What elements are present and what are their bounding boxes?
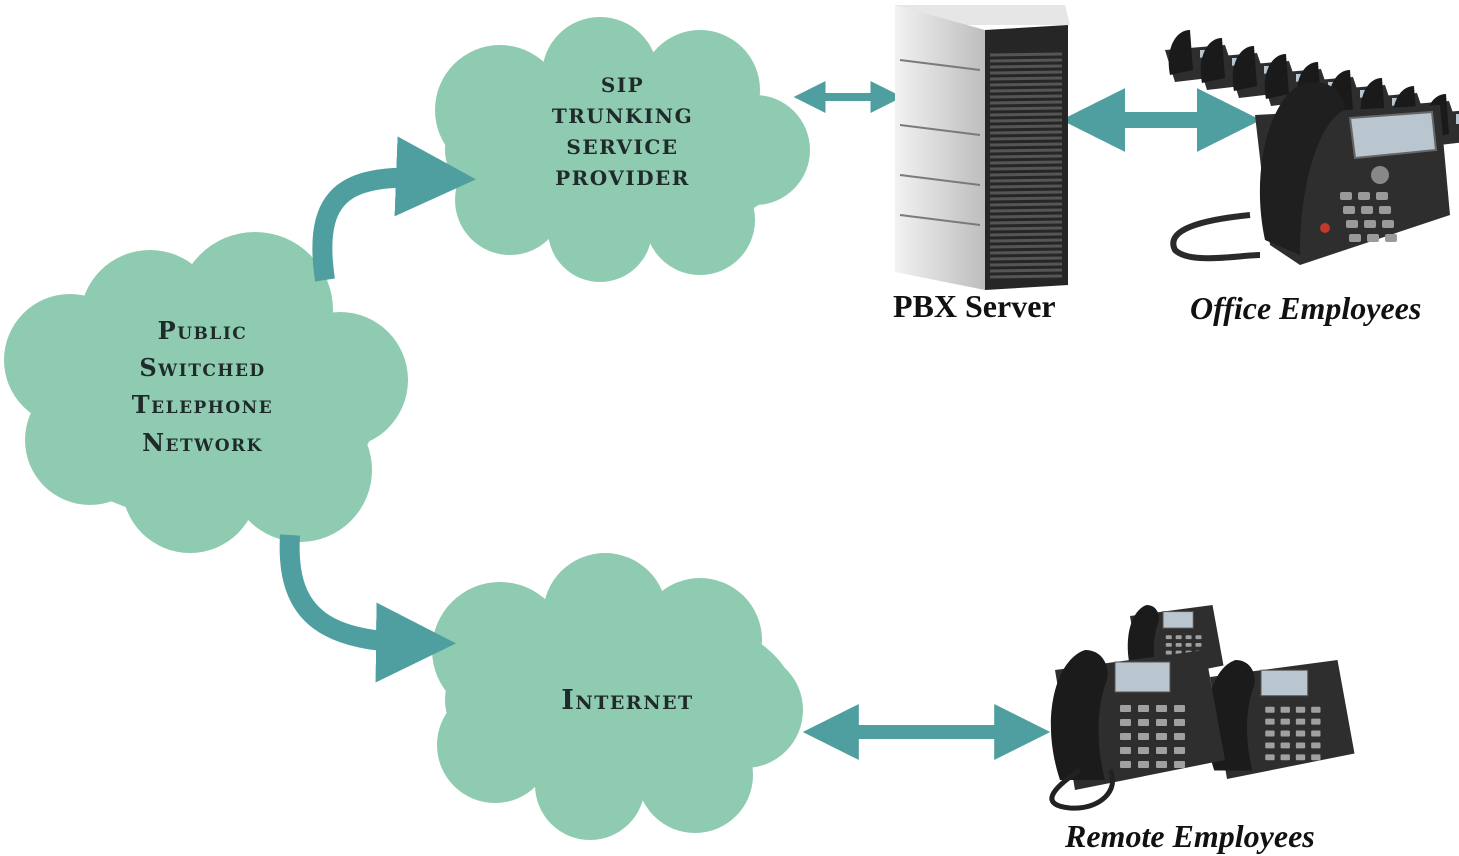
remote-phone-cord <box>1049 767 1115 811</box>
internet-label: Internet <box>561 685 694 716</box>
desk-phones-cluster-icon <box>1049 605 1355 811</box>
internet-cloud <box>432 553 803 840</box>
office-employees-label: Office Employees <box>1190 290 1422 326</box>
remote-phone <box>1050 650 1225 790</box>
sip-cloud <box>435 17 810 282</box>
office-phone-front <box>1170 82 1450 265</box>
remote-phone <box>1206 660 1355 779</box>
pstn-cloud <box>4 232 408 553</box>
sip-label: SIP TRUNKING SERVICE PROVIDER <box>551 73 694 190</box>
pstn-label: Public Switched Telephone Network <box>131 316 274 457</box>
pbx-server-label: PBX Server <box>893 288 1056 324</box>
server-tower-icon <box>895 5 1070 290</box>
remote-employees-label: Remote Employees <box>1065 818 1315 854</box>
arrow-pstn-to-internet <box>279 534 456 683</box>
desk-phones-row-icon <box>1165 30 1459 265</box>
arrow-pstn-to-sip <box>312 136 476 282</box>
